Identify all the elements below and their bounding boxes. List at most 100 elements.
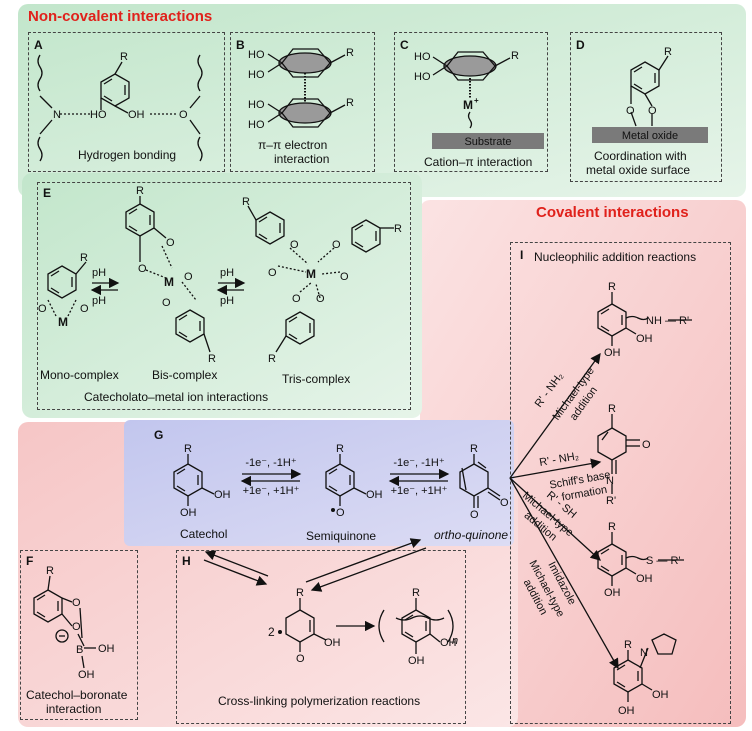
e-tris-O4: O xyxy=(340,271,349,283)
a-N-label: N xyxy=(53,109,61,121)
g-semi-O: O xyxy=(336,507,345,519)
e-tris-O2: O xyxy=(268,267,277,279)
g-semi-R: R xyxy=(336,443,344,455)
panel-d-structure xyxy=(592,55,708,143)
panel-h-box xyxy=(176,550,466,724)
panel-d-box xyxy=(570,32,722,182)
e-bis-O3: O xyxy=(184,271,193,283)
g-semiquinone: Semiquinone xyxy=(306,529,376,543)
panel-c-structure xyxy=(432,51,544,149)
e-pH-3: pH xyxy=(220,267,234,279)
g-red1: +1e⁻, +1H⁺ xyxy=(243,485,300,497)
e-mono-M: M xyxy=(58,315,68,329)
d-oxide: Metal oxide xyxy=(622,130,678,142)
c-R: R xyxy=(511,50,519,62)
e-caption: Catecholato–metal ion interactions xyxy=(84,390,269,404)
e-bis-M: M xyxy=(164,275,174,289)
g-quin-R: R xyxy=(470,443,478,455)
i-p2-R: R xyxy=(608,403,616,415)
b-HO-1: HO xyxy=(248,49,265,61)
a-caption: Hydrogen bonding xyxy=(78,148,177,162)
c-caption: Cation–π interaction xyxy=(424,155,533,169)
d-O-2: O xyxy=(648,105,657,117)
d-caption-1: Coordination with xyxy=(594,149,687,163)
e-bis-O1: O xyxy=(166,237,175,249)
h-OH1: OH xyxy=(324,637,341,649)
a-O-label: O xyxy=(179,109,188,121)
i-p3-OH2: OH xyxy=(604,587,621,599)
b-HO-3: HO xyxy=(248,99,265,111)
panel-f-structure xyxy=(33,575,96,669)
i-title: Nucleophilic addition reactions xyxy=(534,250,697,264)
a-HO-label: HO xyxy=(90,109,107,121)
g-ox2: -1e⁻, -1H⁺ xyxy=(393,457,445,469)
f-caption-2: interaction xyxy=(46,702,102,716)
d-caption-2: metal oxide surface xyxy=(586,163,691,177)
e-tris-R2: R xyxy=(394,223,402,235)
i-p4-OH2: OH xyxy=(618,705,635,717)
i-p4-OH1: OH xyxy=(652,689,669,701)
e-bis-O4: O xyxy=(162,297,171,309)
f-OH2: OH xyxy=(78,669,95,681)
panel-g-letter: G xyxy=(154,428,164,442)
f-B: B xyxy=(76,644,83,656)
b-R-2: R xyxy=(346,97,354,109)
redox-background xyxy=(124,420,514,546)
panel-i-box xyxy=(510,242,731,724)
e-tris-R1: R xyxy=(242,196,250,208)
i-p3-OH1: OH xyxy=(636,573,653,585)
e-tris-O6: O xyxy=(316,293,325,305)
panel-e-structure xyxy=(47,196,394,353)
panel-f-box xyxy=(20,550,138,720)
i-p3-R: R xyxy=(608,521,616,533)
i-p2-O: O xyxy=(642,439,651,451)
c-metal-charge: + xyxy=(474,96,479,105)
f-O1: O xyxy=(72,597,81,609)
panel-c-letter: C xyxy=(400,38,409,52)
f-O2: O xyxy=(72,621,81,633)
panel-h-structure xyxy=(203,538,454,654)
b-caption-2: interaction xyxy=(274,152,330,166)
e-bis-R2: R xyxy=(208,353,216,365)
h-R2: R xyxy=(412,587,420,599)
panel-a-structure xyxy=(37,54,203,162)
panel-d-letter: D xyxy=(576,38,585,52)
g-catechol: Catechol xyxy=(180,527,227,541)
catecholato-background xyxy=(22,173,422,418)
g-ox1: -1e⁻, -1H⁺ xyxy=(245,457,297,469)
e-mono-label: Mono-complex xyxy=(40,368,119,382)
d-O-1: O xyxy=(626,105,635,117)
g-cat-R: R xyxy=(184,443,192,455)
i-p1-OH2: OH xyxy=(604,347,621,359)
h-n: n xyxy=(452,635,458,647)
g-cat-OH2: OH xyxy=(180,507,197,519)
e-bis-O2: O xyxy=(138,263,147,275)
f-OH1: OH xyxy=(98,643,115,655)
a-OH-label: OH xyxy=(128,109,145,121)
g-red2: +1e⁻, +1H⁺ xyxy=(391,485,448,497)
b-caption-1: π–π electron xyxy=(258,138,328,152)
e-bis-R1: R xyxy=(136,185,144,197)
g-quin-O1: O xyxy=(470,509,479,521)
i-p3-group: S — R' xyxy=(646,555,681,567)
panel-g-structure xyxy=(173,454,501,512)
e-mono-O1: O xyxy=(38,303,47,315)
d-R: R xyxy=(664,46,672,58)
e-tris-O1: O xyxy=(290,239,299,251)
i-p1-group: NH — R' xyxy=(646,315,689,327)
i-p4-N: N xyxy=(640,647,648,659)
panel-a-letter: A xyxy=(34,38,43,52)
i-p2-N: N xyxy=(606,475,614,487)
e-pH-1: pH xyxy=(92,267,106,279)
e-tris-O5: O xyxy=(292,293,301,305)
g-semi-OH: OH xyxy=(366,489,383,501)
panel-e-letter: E xyxy=(43,186,52,200)
c-HO-2: HO xyxy=(414,71,431,83)
b-HO-2: HO xyxy=(248,69,265,81)
i-p4-R: R xyxy=(624,639,632,651)
e-pH-2: pH xyxy=(92,295,106,307)
panel-i-letter: I xyxy=(520,248,524,262)
g-quin-O2: O xyxy=(500,497,509,509)
i-p1-OH1: OH xyxy=(636,333,653,345)
